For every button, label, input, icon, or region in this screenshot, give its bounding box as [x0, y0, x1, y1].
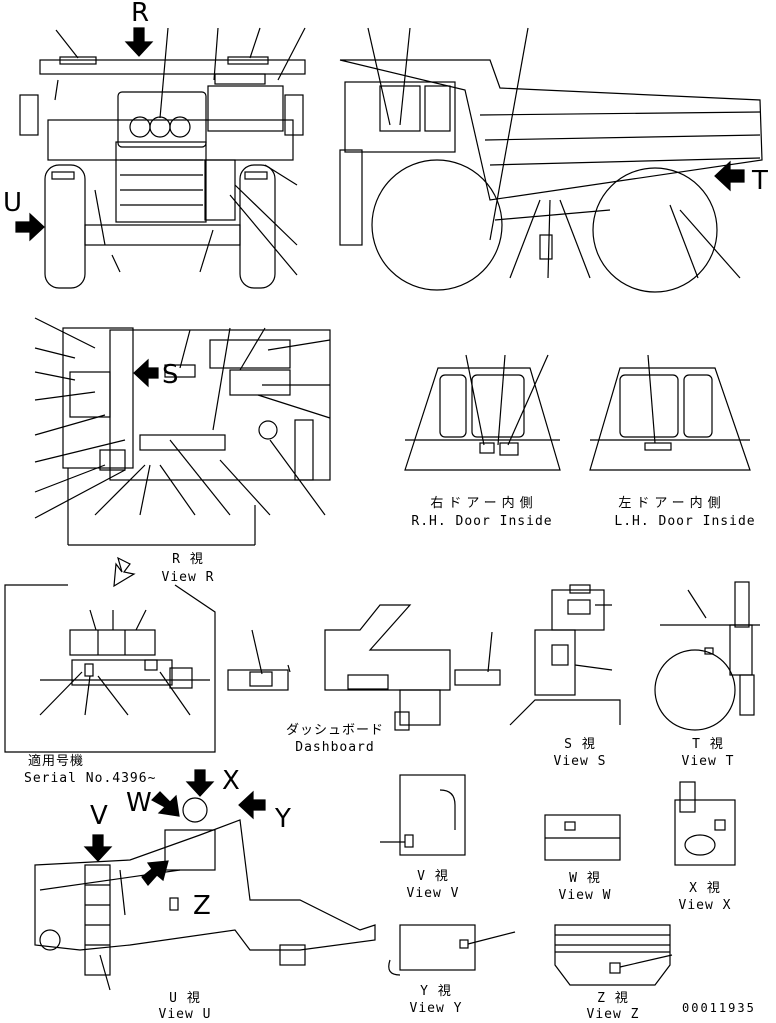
view-v-caption-jp: V 視	[417, 869, 449, 884]
view-v-detail	[380, 774, 466, 856]
rh-door-caption-en: R.H. Door Inside	[411, 514, 553, 529]
view-letter-y: Y	[275, 804, 291, 834]
view-y-detail	[388, 924, 516, 976]
truck-side-view	[339, 27, 763, 293]
arrow-view-z	[141, 860, 169, 886]
view-r-inset	[4, 584, 216, 753]
view-t-caption-en: View T	[681, 754, 735, 769]
view-v-caption-en: View V	[406, 886, 460, 901]
arrow-view-t	[714, 160, 745, 192]
rh-door	[404, 354, 561, 471]
view-letter-z: Z	[193, 891, 211, 921]
view-x-caption-en: View X	[678, 898, 732, 913]
serial-caption-jp: 適用号機	[28, 754, 85, 769]
view-r-caption-jp: R 視	[172, 552, 204, 567]
hollow-arrow	[113, 556, 136, 588]
dashboard-detail	[227, 604, 501, 731]
view-u-detail	[34, 797, 376, 991]
view-r-caption-en: View R	[161, 570, 215, 585]
arrow-view-u	[15, 212, 45, 242]
view-z-detail	[554, 924, 673, 986]
lh-door-caption-jp: 左ドアー内側	[618, 496, 726, 511]
view-letter-u: U	[3, 188, 23, 218]
view-letter-t: T	[752, 166, 768, 196]
view-x-caption-jp: X 視	[689, 881, 721, 896]
view-w-caption-en: View W	[558, 888, 612, 903]
lh-door-caption-en: L.H. Door Inside	[614, 514, 756, 529]
dashboard-caption-jp: ダッシュボード	[285, 723, 385, 738]
view-s-detail	[509, 584, 621, 726]
view-w-detail	[544, 814, 621, 861]
view-letter-v: V	[90, 801, 108, 831]
arrow-view-v	[83, 834, 113, 862]
arrow-view-w	[151, 791, 180, 817]
arrow-view-s	[133, 358, 159, 388]
view-letter-r: R	[131, 0, 150, 28]
view-x-detail	[674, 781, 736, 866]
view-y-caption-jp: Y 視	[420, 984, 452, 999]
view-z-caption-en: View Z	[586, 1007, 640, 1022]
view-z-caption-jp: Z 視	[597, 991, 629, 1006]
view-t-detail	[654, 581, 760, 731]
view-w-caption-jp: W 視	[569, 871, 601, 886]
view-letter-s: S	[162, 360, 179, 390]
drawing-number: 00011935	[682, 1001, 756, 1015]
view-letter-x: X	[222, 766, 240, 796]
arrow-view-r	[124, 27, 154, 57]
view-u-caption-jp: U 視	[169, 991, 201, 1006]
truck-front-view	[19, 27, 306, 289]
truck-top-view	[34, 317, 331, 546]
view-s-caption-jp: S 視	[564, 737, 596, 752]
rh-door-caption-jp: 右ドアー内側	[430, 496, 538, 511]
arrow-view-y	[238, 790, 266, 820]
view-letter-w: W	[126, 788, 152, 818]
view-t-caption-jp: T 視	[692, 737, 724, 752]
view-y-caption-en: View Y	[409, 1001, 463, 1016]
view-u-caption-en: View U	[158, 1007, 212, 1022]
arrow-view-x	[185, 769, 215, 797]
lh-door	[589, 354, 751, 471]
serial-caption-en: Serial No.4396~	[24, 771, 157, 786]
dashboard-caption-en: Dashboard	[295, 740, 375, 755]
view-s-caption-en: View S	[553, 754, 607, 769]
